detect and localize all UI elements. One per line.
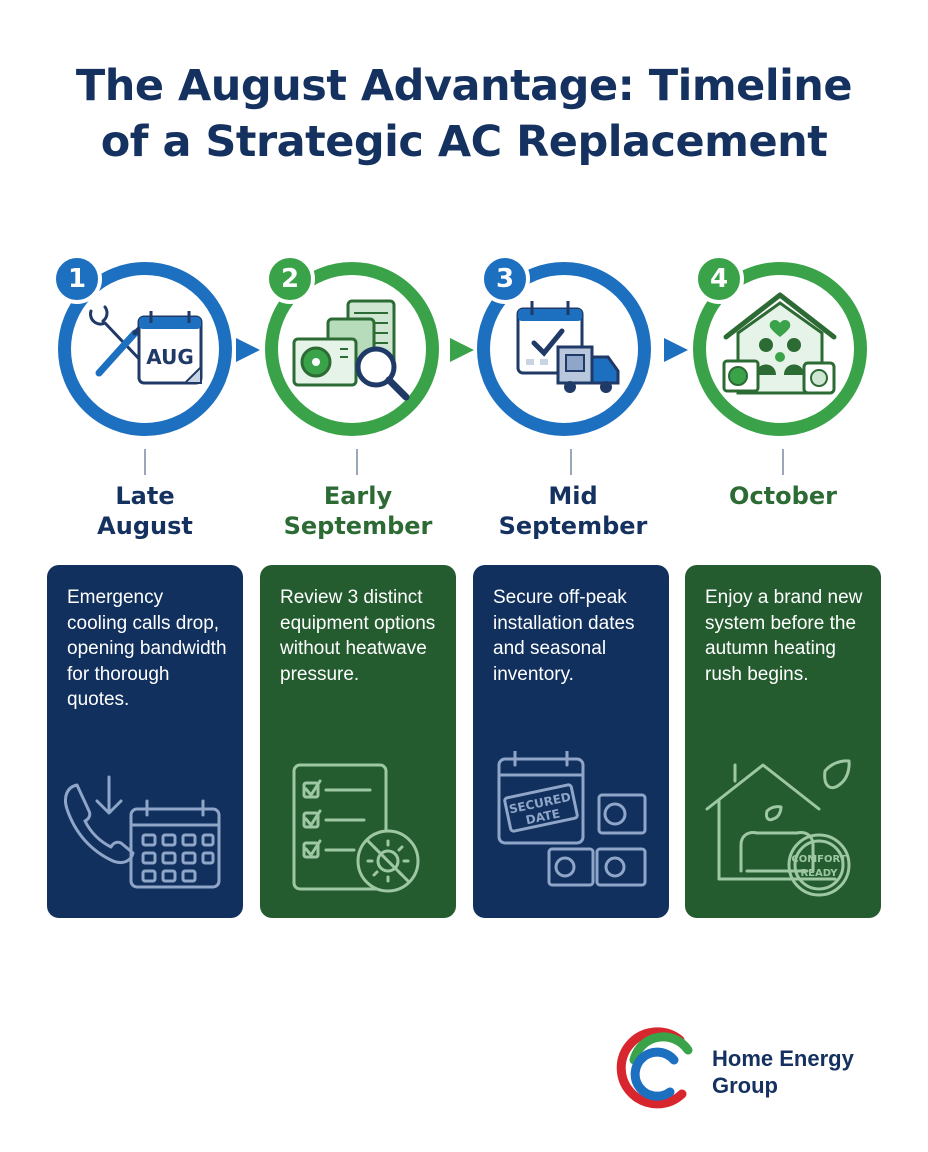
step-4-number-badge: 4 — [694, 254, 744, 304]
step-1-number-badge: 1 — [52, 254, 102, 304]
step-4-label: October — [729, 482, 837, 510]
arrow-right-icon — [236, 338, 260, 362]
step-3-stem — [570, 449, 572, 475]
step-3-card: Secure off-peak installation dates and s… — [473, 565, 669, 918]
step-3-label: Mid September — [498, 482, 648, 540]
step-2-description: Review 3 distinct equipment options with… — [280, 587, 436, 685]
home-family-icon — [722, 292, 837, 395]
arrow-right-icon — [450, 338, 474, 362]
calendar-delivery-truck-icon — [516, 301, 620, 393]
ac-units-magnifier-icon — [292, 299, 410, 401]
aug-label: AUG — [146, 345, 194, 369]
comfort-badge-line-2: READY — [800, 868, 838, 879]
page-title: The August Advantage: Timeline of a Stra… — [0, 58, 928, 170]
step-4-card: Enjoy a brand new system before the autu… — [685, 565, 881, 918]
secured-date-units-icon: SECURED DATE — [497, 751, 647, 887]
wrench-screwdriver-calendar-icon: AUG — [89, 305, 203, 385]
step-2-label: Early September — [283, 482, 433, 540]
step-2-card: Review 3 distinct equipment options with… — [260, 565, 456, 918]
step-1-label: Late August — [97, 482, 193, 540]
step-1-description: Emergency cooling calls drop, opening ba… — [67, 587, 227, 710]
step-4-description: Enjoy a brand new system before the autu… — [705, 587, 863, 685]
phone-calendar-icon — [63, 775, 221, 889]
step-3-circle — [477, 262, 651, 436]
home-comfort-ready-icon: COMFORT READY — [705, 759, 851, 897]
step-3-description: Secure off-peak installation dates and s… — [493, 587, 635, 685]
step-4-stem — [782, 449, 784, 475]
step-2-number-badge: 2 — [265, 254, 315, 304]
comfort-badge-line-1: COMFORT — [791, 854, 846, 865]
checklist-no-heat-icon — [292, 763, 420, 893]
brand-name: Home Energy Group — [712, 1045, 912, 1099]
step-2-stem — [356, 449, 358, 475]
brand-line-1: Home Energy — [712, 1046, 854, 1071]
step-3-number-badge: 3 — [480, 254, 530, 304]
brand-line-2: Group — [712, 1073, 778, 1098]
home-energy-group-logo — [616, 1027, 693, 1109]
title-line-2: of a Strategic AC Replacement — [100, 117, 828, 167]
arrow-right-icon — [664, 338, 688, 362]
title-line-1: The August Advantage: Timeline — [75, 61, 853, 111]
step-1-card: Emergency cooling calls drop, opening ba… — [47, 565, 243, 918]
step-1-stem — [144, 449, 146, 475]
